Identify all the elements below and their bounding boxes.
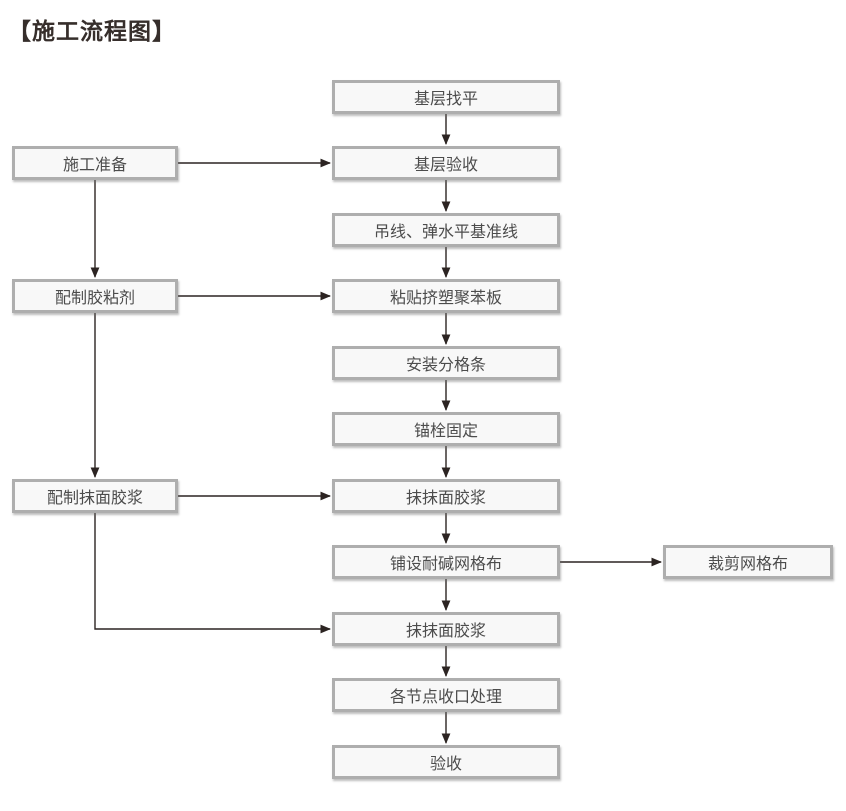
node-construction-prep: 施工准备 <box>12 146 178 180</box>
side-flow-arrows <box>90 158 662 634</box>
node-lay-alkali-mesh: 铺设耐碱网格布 <box>332 545 560 579</box>
node-paste-xps-board: 粘贴挤塑聚苯板 <box>332 279 560 313</box>
node-install-divider-strips: 安装分格条 <box>332 346 560 380</box>
node-base-leveling: 基层找平 <box>332 80 560 114</box>
node-hang-reference-line: 吊线、弹水平基准线 <box>332 213 560 247</box>
node-prepare-mortar: 配制抹面胶浆 <box>12 479 178 513</box>
node-cut-mesh: 裁剪网格布 <box>663 545 833 579</box>
diagram-title: 【施工流程图】 <box>8 18 176 44</box>
node-apply-mortar-1: 抹抹面胶浆 <box>332 479 560 513</box>
arrow-mortarprep-to-mortar2 <box>94 513 331 634</box>
node-anchor-bolt-fixing: 锚栓固定 <box>332 412 560 446</box>
node-base-acceptance: 基层验收 <box>332 146 560 180</box>
node-joint-closure: 各节点收口处理 <box>332 678 560 712</box>
node-apply-mortar-2: 抹抹面胶浆 <box>332 612 560 646</box>
node-final-acceptance: 验收 <box>332 745 560 779</box>
node-prepare-adhesive: 配制胶粘剂 <box>12 279 178 313</box>
